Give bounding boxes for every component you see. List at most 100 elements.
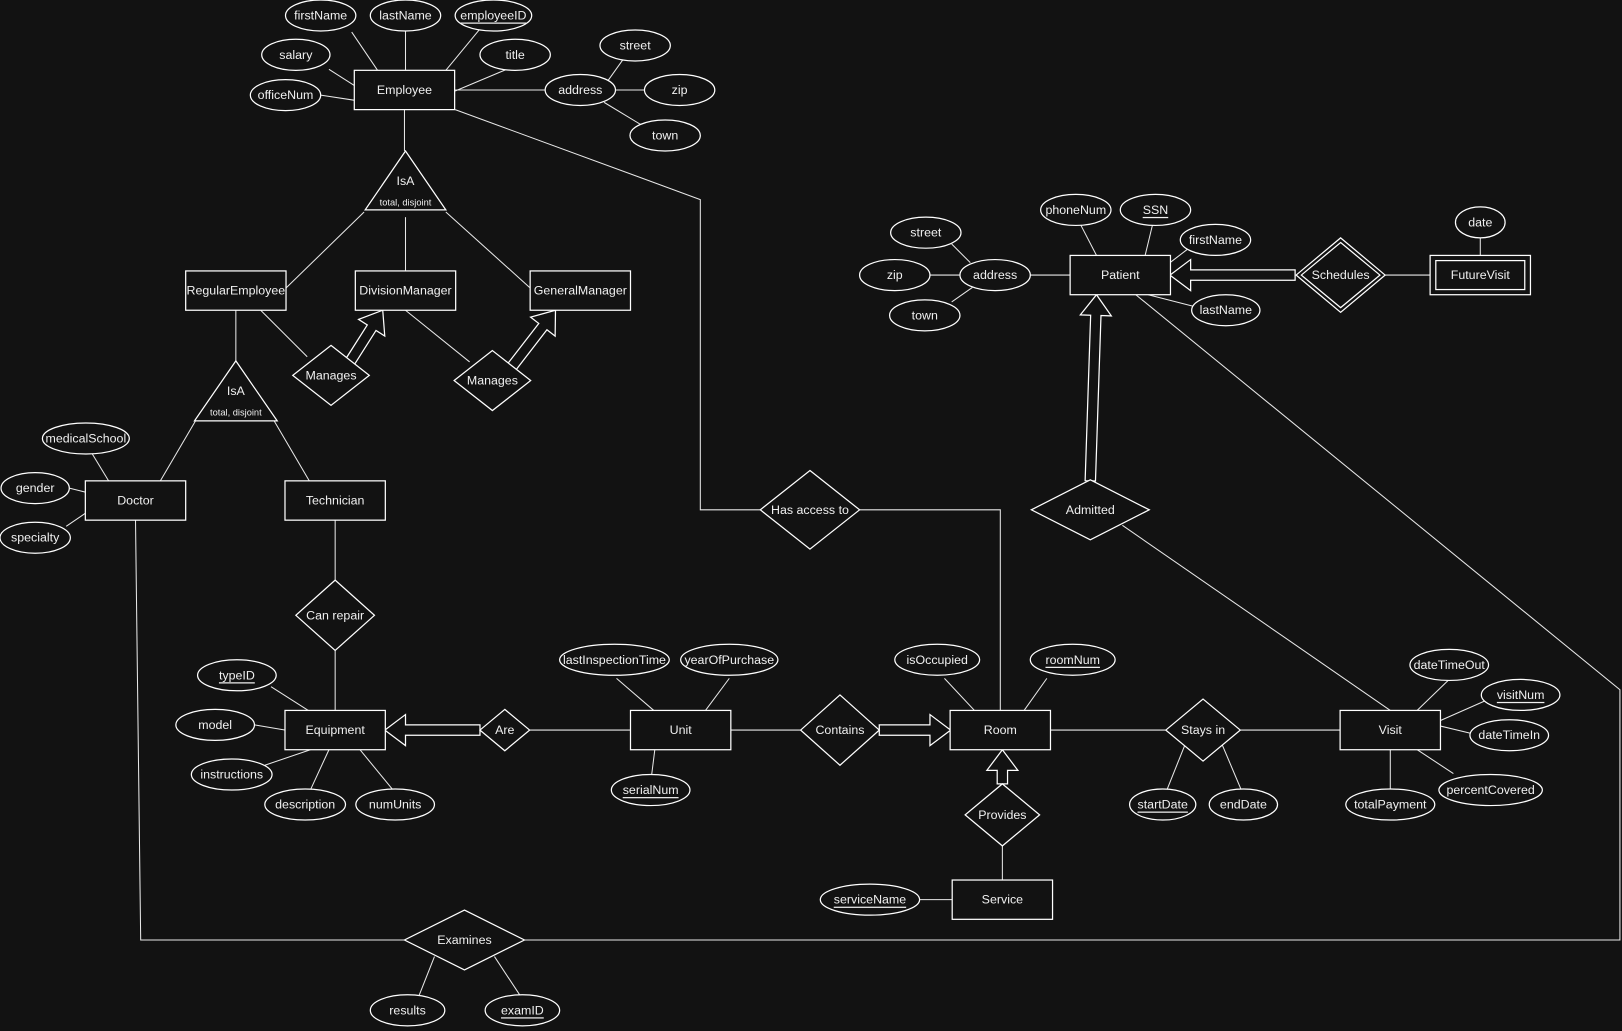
attribute-visit-total-payment[interactable]: totalPayment: [1345, 788, 1436, 821]
attribute-eq-model[interactable]: model: [175, 708, 256, 742]
entity-room[interactable]: Room: [949, 709, 1052, 751]
attribute-eq-instructions[interactable]: instructions: [190, 758, 273, 791]
label: firstName: [294, 9, 347, 23]
label: Manages: [467, 374, 518, 388]
relationship-contains[interactable]: Contains: [799, 694, 881, 767]
entity-box: [354, 270, 457, 311]
entity-visit[interactable]: Visit: [1339, 709, 1442, 751]
attribute-eq-num-units[interactable]: numUnits: [355, 788, 436, 821]
label: Provides: [978, 808, 1026, 822]
relationship-diamond: [799, 694, 881, 767]
entity-service[interactable]: Service: [951, 879, 1054, 920]
attribute-oval: [261, 38, 331, 71]
attribute-fv-date[interactable]: date: [1454, 206, 1506, 239]
entity-technician[interactable]: Technician: [284, 480, 386, 521]
entity-unit[interactable]: Unit: [629, 709, 732, 751]
attribute-visit-date-time-in[interactable]: dateTimeIn: [1469, 719, 1550, 752]
entity-future-visit[interactable]: FutureVisit: [1429, 254, 1532, 296]
attribute-visit-percent-covered[interactable]: percentCovered: [1438, 773, 1543, 807]
relationship-can-repair[interactable]: Can repair: [294, 579, 376, 652]
entity-box: [629, 709, 732, 751]
label: zip: [672, 83, 688, 97]
attribute-unit-last-inspection-time[interactable]: lastInspectionTime: [559, 643, 670, 676]
entity-employee[interactable]: Employee: [353, 69, 456, 111]
attribute-oval: [1480, 678, 1561, 712]
attribute-room-is-occupied[interactable]: isOccupied: [894, 643, 981, 676]
attribute-doc-gender[interactable]: gender: [0, 471, 70, 505]
attribute-emp-zip[interactable]: zip: [643, 73, 716, 107]
attribute-emp-office-num[interactable]: officeNum: [249, 79, 322, 112]
relationship-are[interactable]: Are: [479, 708, 531, 752]
attribute-oval: [1438, 773, 1543, 807]
relationship-has-access-to[interactable]: Has access to: [759, 469, 861, 550]
entity-division-manager[interactable]: DivisionManager: [354, 270, 457, 311]
connector-line: [134, 520, 405, 941]
connector-line: [603, 101, 644, 127]
label: Admitted: [1066, 503, 1115, 517]
attribute-emp-town[interactable]: town: [629, 119, 701, 152]
attribute-unit-year-of-purchase[interactable]: yearOfPurchase: [680, 643, 779, 676]
label: Stays in: [1181, 723, 1225, 737]
connector-line: [705, 678, 730, 711]
attribute-exam-results[interactable]: results: [369, 994, 446, 1027]
relationship-admitted[interactable]: Admitted: [1029, 479, 1151, 541]
attribute-pat-first-name[interactable]: firstName: [1179, 223, 1252, 257]
attribute-svc-service-name[interactable]: serviceName: [819, 883, 921, 916]
attribute-pat-street[interactable]: street: [890, 216, 962, 249]
attribute-visit-date-time-out[interactable]: dateTimeOut: [1409, 648, 1490, 682]
attribute-doc-medical-school[interactable]: medicalSchool: [41, 422, 130, 455]
attribute-emp-salary[interactable]: salary: [261, 38, 331, 71]
relationship-manages1[interactable]: Manages: [291, 344, 371, 407]
relationship-schedules[interactable]: Schedules: [1295, 237, 1387, 314]
attribute-stay-end-date[interactable]: endDate: [1208, 788, 1279, 821]
relationship-examines[interactable]: Examines: [403, 909, 526, 971]
connector-line: [651, 749, 656, 775]
connector-line: [1169, 248, 1188, 264]
entity-patient[interactable]: Patient: [1069, 254, 1172, 296]
attribute-oval: [819, 883, 921, 916]
connector-line: [951, 243, 971, 264]
attribute-emp-title[interactable]: title: [479, 38, 551, 71]
attribute-visit-visit-num[interactable]: visitNum: [1480, 678, 1561, 712]
attribute-emp-employee-id[interactable]: employeeID: [454, 0, 533, 32]
attribute-pat-address[interactable]: address: [959, 258, 1031, 292]
attribute-unit-serial-num[interactable]: serialNum: [610, 773, 691, 807]
connector-line: [606, 59, 624, 82]
attribute-emp-first-name[interactable]: firstName: [284, 0, 357, 32]
attribute-pat-town[interactable]: town: [888, 299, 961, 332]
attribute-room-room-num[interactable]: roomNum: [1029, 643, 1116, 676]
attribute-pat-phone-num[interactable]: phoneNum: [1040, 193, 1112, 227]
entity-doctor[interactable]: Doctor: [84, 480, 187, 521]
attribute-pat-last-name[interactable]: lastName: [1191, 294, 1261, 327]
attribute-stay-start-date[interactable]: startDate: [1128, 788, 1197, 821]
attribute-oval: [1454, 206, 1506, 239]
attribute-emp-street[interactable]: street: [599, 29, 671, 62]
attribute-doc-specialty[interactable]: specialty: [0, 521, 71, 554]
attribute-pat-ssn[interactable]: SSN: [1119, 193, 1192, 227]
entity-general-manager[interactable]: GeneralManager: [529, 270, 632, 311]
relationship-manages2[interactable]: Manages: [453, 349, 532, 412]
relationship-stays-in[interactable]: Stays in: [1164, 698, 1242, 762]
connector-line: [309, 749, 330, 791]
attribute-pat-zip[interactable]: zip: [858, 258, 931, 292]
attribute-exam-exam-id[interactable]: examID: [484, 994, 561, 1027]
attribute-eq-description[interactable]: description: [264, 788, 347, 821]
attribute-eq-type-id[interactable]: typeID: [196, 659, 277, 692]
attribute-oval: [484, 994, 561, 1027]
relationship-provides[interactable]: Provides: [964, 783, 1041, 847]
label: town: [912, 308, 938, 322]
label: totalPayment: [1354, 798, 1427, 812]
attribute-emp-address[interactable]: address: [544, 73, 617, 107]
relationship-diamond: [453, 349, 532, 412]
attribute-oval: [1040, 193, 1112, 227]
entity-regular-employee[interactable]: RegularEmployee: [185, 270, 287, 311]
attribute-emp-last-name[interactable]: lastName: [369, 0, 442, 32]
arrow-icon: [505, 309, 557, 374]
label: serialNum: [623, 783, 679, 797]
entity-equipment[interactable]: Equipment: [284, 709, 386, 751]
label: dateTimeOut: [1414, 658, 1486, 672]
label: total, disjoint: [210, 408, 262, 418]
